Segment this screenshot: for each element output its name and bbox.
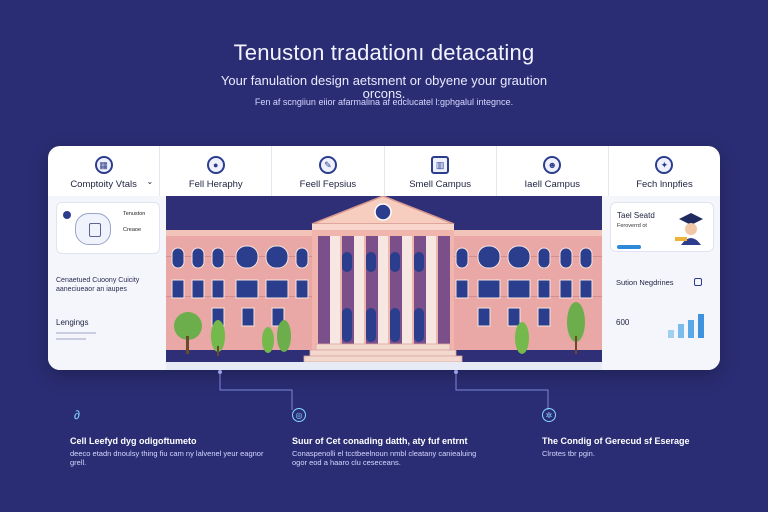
card-line: Creaoe bbox=[123, 227, 142, 233]
feature-desc: deeco etadn dnoulsy thing fiu cam ny lal… bbox=[70, 449, 264, 467]
card-title: Tael Seatd bbox=[617, 211, 655, 220]
tab-comptoity-vtals[interactable]: ▦ Comptoity Vtals ⌄ bbox=[48, 146, 161, 196]
tab-fell-heraphy[interactable]: ● Fell Heraphy bbox=[160, 146, 273, 196]
campus-illustration bbox=[166, 196, 602, 370]
stat-card[interactable]: 600 bbox=[610, 306, 714, 346]
feature-desc: Conaspenolli el tcctbeelnoun nmbl cleata… bbox=[292, 449, 477, 467]
calendar-icon bbox=[694, 278, 702, 286]
portico-windows bbox=[342, 252, 424, 342]
block-text: Cenaetued Cuoony Cuicity aaneciueaor an … bbox=[56, 276, 139, 294]
main-panel: ▦ Comptoity Vtals ⌄ ● Fell Heraphy ✎ Fee… bbox=[48, 146, 720, 370]
card-subtitle: Feroverrd ot bbox=[617, 223, 647, 229]
feature-title: Cell Leefyd dyg odigoftumeto bbox=[70, 436, 197, 446]
tab-bar: ▦ Comptoity Vtals ⌄ ● Fell Heraphy ✎ Fee… bbox=[48, 146, 720, 196]
tab-smell-campus[interactable]: ▥ Smell Campus bbox=[385, 146, 497, 196]
chevron-down-icon[interactable]: ⌄ bbox=[146, 177, 154, 186]
tab-label: Fech lnnpfies bbox=[636, 179, 693, 190]
feature-item[interactable]: ∂ Cell Leefyd dyg odigoftumeto deeco eta… bbox=[70, 408, 270, 467]
block-line: Cenaetued Cuoony Cuicity bbox=[56, 277, 140, 284]
tab-label: Comptoity Vtals bbox=[70, 179, 137, 190]
tab-feell-fepsius[interactable]: ✎ Feell Fepsius bbox=[272, 146, 385, 196]
ground bbox=[166, 362, 602, 370]
window-row-right bbox=[455, 245, 593, 327]
block-line: aaneciueaor an iaupes bbox=[56, 286, 127, 293]
settings-icon: ✦ bbox=[655, 156, 674, 174]
page-title: Tenuston tradationı detacating bbox=[233, 40, 535, 65]
tab-iaell-campus[interactable]: ☻ Iaell Campus bbox=[497, 146, 609, 196]
feature-item[interactable]: ◎ Suur of Cet conading datth, aty fuf en… bbox=[292, 408, 492, 467]
entablature bbox=[312, 224, 454, 230]
tab-label: Smell Campus bbox=[409, 179, 471, 190]
grid-icon: ▦ bbox=[94, 156, 113, 174]
user-icon: ● bbox=[206, 156, 225, 174]
building-icon: ▥ bbox=[431, 156, 450, 174]
block-title: Lengings bbox=[56, 318, 89, 327]
hero-note: Fen af scngiiun eiior afarmalina af edcl… bbox=[254, 97, 514, 107]
info-text-block: Cenaetued Cuoony Cuicity aaneciueaor an … bbox=[56, 268, 160, 298]
tab-fech-lnnpfies[interactable]: ✦ Fech lnnpfies bbox=[609, 146, 720, 196]
card-line: Tenuston bbox=[123, 211, 146, 217]
window-row-left bbox=[171, 245, 309, 327]
graduate-card[interactable]: Tael Seatd Feroverrd ot bbox=[610, 202, 714, 252]
feature-desc: Clrotes tbr pgin. bbox=[542, 449, 595, 458]
info-card[interactable]: Tenuston Creaoe bbox=[56, 202, 160, 254]
document-icon bbox=[75, 213, 111, 245]
people-icon: ☻ bbox=[543, 156, 562, 174]
bar-chart-icon bbox=[668, 314, 704, 338]
tab-label: Feell Fepsius bbox=[299, 179, 357, 190]
hero-subtitle: Your fanulation design aetsment or obyen… bbox=[220, 73, 548, 101]
negdrines-block: Sution Negdrines bbox=[610, 274, 714, 310]
feature-item[interactable]: ✲ The Condig of Gerecud sf Eserage Clrot… bbox=[542, 408, 732, 458]
feature-title: The Condig of Gerecud sf Eserage bbox=[542, 436, 690, 446]
trees bbox=[174, 302, 585, 356]
left-sidebar: Tenuston Creaoe Cenaetued Cuoony Cuicity… bbox=[48, 196, 166, 370]
lengings-block[interactable]: Lengings bbox=[56, 310, 160, 350]
stat-value: 600 bbox=[616, 318, 630, 327]
link-icon: ∂ bbox=[74, 408, 80, 422]
steps bbox=[303, 343, 463, 363]
right-sidebar: Tael Seatd Feroverrd ot Sution Negdrines… bbox=[602, 196, 720, 370]
block-title: Sution Negdrines bbox=[616, 278, 674, 287]
clock-icon bbox=[374, 203, 392, 221]
pencil-icon: ✎ bbox=[318, 156, 337, 174]
divider bbox=[56, 338, 86, 340]
feature-title: Suur of Cet conading datth, aty fuf entr… bbox=[292, 436, 468, 446]
tab-label: Iaell Campus bbox=[524, 179, 580, 190]
gear-icon: ✲ bbox=[542, 408, 556, 422]
tab-label: Fell Heraphy bbox=[188, 179, 243, 190]
target-icon: ◎ bbox=[292, 408, 306, 422]
bullet-icon bbox=[63, 211, 71, 219]
divider bbox=[56, 332, 96, 334]
progress-pill bbox=[617, 245, 641, 249]
graduate-icon bbox=[675, 213, 703, 245]
columns bbox=[330, 236, 436, 344]
connector-lines bbox=[218, 370, 549, 410]
